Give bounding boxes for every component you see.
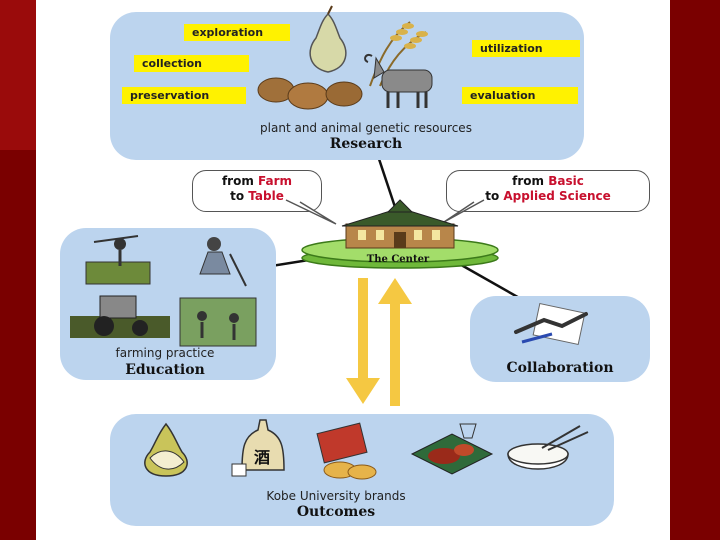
sake-character: 酒: [254, 448, 271, 467]
research-caption: plant and animal genetic resources: [260, 121, 472, 135]
center-label: The Center: [366, 254, 430, 265]
pear-illustration: [309, 5, 347, 73]
education-title: Education: [125, 362, 205, 378]
right-frame-bar: [670, 0, 720, 540]
outcomes-caption: Kobe University brands: [266, 489, 406, 503]
bubble-middle: to: [485, 189, 504, 203]
evaluation-label: evaluation: [462, 87, 578, 104]
harvester-illustration: [199, 237, 247, 287]
farmer-illustration: [85, 235, 151, 285]
left-frame-accent: [0, 0, 36, 150]
bubble-prefix: from: [512, 174, 549, 188]
outcomes-title: Outcomes: [296, 504, 376, 520]
potatoes-illustration: [257, 77, 363, 110]
dish-illustration: [410, 423, 494, 475]
utilization-label: utilization: [472, 40, 580, 57]
slide: exploration collection preservation util…: [36, 0, 670, 540]
pear-product-illustration: [144, 422, 188, 477]
education-caption: farming practice: [115, 346, 215, 360]
tractor-illustration: [70, 295, 170, 338]
bubble-middle: to: [230, 189, 249, 203]
goat-illustration: [364, 53, 433, 108]
sake-bottle-illustration: [231, 419, 285, 477]
exchange-arrows: [346, 278, 412, 406]
collaboration-title: Collaboration: [506, 360, 614, 376]
chips-illustration: [316, 422, 377, 480]
bubble-highlight: Basic: [548, 174, 584, 188]
rice-bowl-illustration: [507, 425, 589, 470]
center-building-illustration: [301, 199, 499, 269]
bubble-tail: [285, 199, 337, 225]
bubble-highlight: Table: [248, 189, 284, 203]
preservation-label: preservation: [122, 87, 246, 104]
research-title: Research: [329, 136, 403, 152]
basic-to-applied-bubble: from Basic to Applied Science: [446, 170, 650, 212]
bubble-highlight: Applied Science: [503, 189, 611, 203]
field-workers-illustration: [179, 297, 257, 347]
collection-label: collection: [134, 55, 249, 72]
bubble-prefix: from: [221, 174, 259, 188]
exploration-label: exploration: [184, 24, 290, 41]
bubble-highlight: Farm: [258, 174, 293, 188]
handshake-illustration: [514, 302, 588, 346]
